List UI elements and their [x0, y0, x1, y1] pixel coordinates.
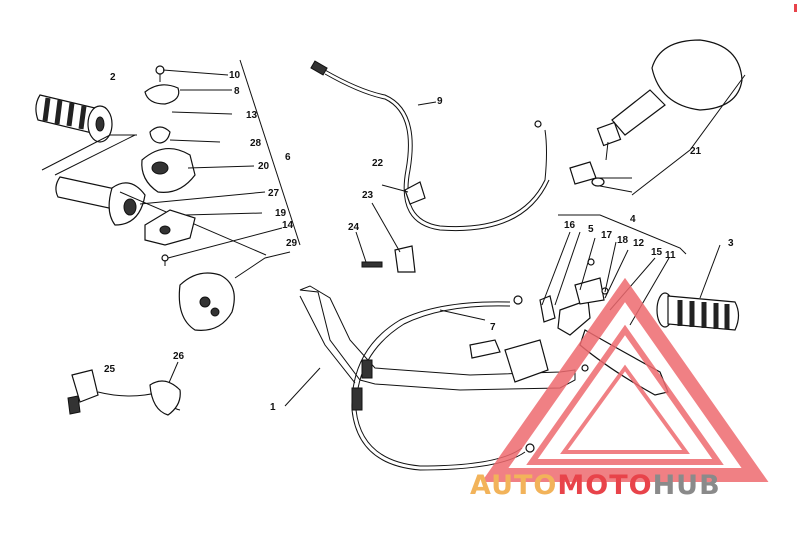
- callout-18: 18: [617, 235, 629, 246]
- callout-26: 26: [173, 351, 185, 362]
- callout-7: 7: [490, 322, 496, 333]
- callout-2: 2: [110, 72, 116, 83]
- watermark-logo: [481, 277, 769, 482]
- throttle-housing-parts: [141, 65, 235, 331]
- watermark-auto: AUTO: [470, 470, 557, 501]
- callout-10: 10: [229, 70, 241, 81]
- left-grip: [35, 94, 113, 143]
- callout-8: 8: [234, 86, 240, 97]
- callout-20: 20: [258, 161, 270, 172]
- mirror: [569, 39, 746, 196]
- callout-21: 21: [690, 146, 702, 157]
- callout-9: 9: [437, 96, 443, 107]
- corner-mark: [794, 4, 797, 12]
- throttle-cable: [310, 60, 550, 232]
- leader-lines-right: [167, 214, 721, 407]
- throttle-tube: [55, 176, 146, 226]
- callout-16: 16: [564, 220, 576, 231]
- kill-switch: [67, 369, 181, 416]
- callout-23: 23: [362, 190, 374, 201]
- watermark-moto: MOTO: [557, 470, 652, 501]
- callout-28: 28: [250, 138, 262, 149]
- callout-29: 29: [286, 238, 298, 249]
- callout-11: 11: [665, 250, 676, 261]
- callout-5: 5: [588, 224, 594, 235]
- callout-14: 14: [282, 220, 294, 231]
- callout-17: 17: [601, 230, 613, 241]
- callout-labels: 1 2 3 4 5 6 7 8 9 10 11 12 13 14 15 16 1…: [104, 70, 734, 413]
- watermark-triangle-icon: [481, 277, 769, 482]
- lever-assembly: [469, 258, 669, 396]
- callout-6: 6: [285, 152, 291, 163]
- watermark-text: AUTOMOTOHUB: [470, 470, 721, 501]
- right-grip: [656, 292, 740, 331]
- clutch-cable: [351, 295, 535, 471]
- callout-25: 25: [104, 364, 116, 375]
- callout-12: 12: [633, 238, 645, 249]
- callout-4: 4: [630, 214, 636, 225]
- callout-19: 19: [275, 208, 287, 219]
- watermark-hub: HUB: [653, 470, 721, 501]
- callout-1: 1: [270, 402, 276, 413]
- callout-13: 13: [246, 110, 258, 121]
- callout-15: 15: [651, 247, 663, 258]
- leader-lines-left: [139, 59, 301, 259]
- callout-22: 22: [372, 158, 384, 169]
- handlebar: [299, 285, 576, 391]
- clips: [355, 181, 426, 273]
- callout-27: 27: [268, 188, 280, 199]
- callout-24: 24: [348, 222, 360, 233]
- callout-3: 3: [728, 238, 734, 249]
